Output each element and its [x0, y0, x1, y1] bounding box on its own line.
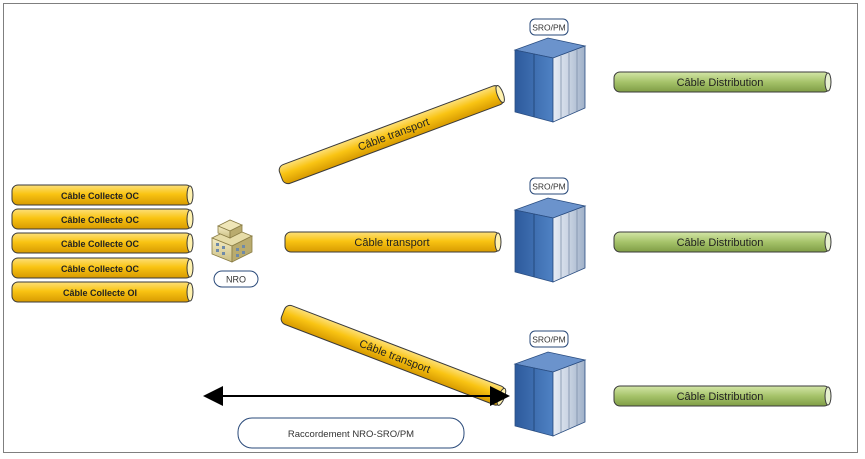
sro-node: SRO/PM Câble Distribution — [513, 330, 832, 437]
svg-text:SRO/PM: SRO/PM — [532, 182, 566, 192]
collecte-cable: Câble Collecte OC — [11, 232, 194, 254]
collecte-cable: Câble Collecte OC — [11, 208, 194, 230]
collecte-cable-stack: Câble Collecte OC Câble Collecte OC Câbl… — [11, 184, 194, 303]
nro-label: NRO — [213, 270, 259, 288]
distribution-cable: Câble Distribution — [613, 231, 832, 253]
diagram-frame — [3, 3, 858, 453]
distribution-cable-label: Câble Distribution — [677, 77, 764, 89]
collecte-cable-label: Câble Collecte OC — [61, 264, 140, 274]
distribution-cable-label: Câble Distribution — [677, 391, 764, 403]
collecte-cable-label: Câble Collecte OI — [63, 288, 137, 298]
collecte-cable-label: Câble Collecte OC — [61, 239, 140, 249]
transport-cable-label: Câble transport — [354, 237, 429, 249]
transport-cable-lower: Câble transport — [280, 304, 507, 406]
sro-label: SRO/PM — [529, 330, 569, 348]
distribution-cable: Câble Distribution — [613, 71, 832, 93]
collecte-cable: Câble Collecte OC — [11, 184, 194, 206]
sro-node: SRO/PM Câble Distribution — [513, 18, 832, 123]
svg-text:Raccordement NRO-SRO/PM: Raccordement NRO-SRO/PM — [288, 429, 414, 440]
distribution-cable-label: Câble Distribution — [677, 237, 764, 249]
collecte-cable-label: Câble Collecte OC — [61, 215, 140, 225]
transport-cable-middle: Câble transport — [284, 231, 502, 253]
collecte-cable: Câble Collecte OC — [11, 257, 194, 279]
collecte-cable: Câble Collecte OI — [11, 281, 194, 303]
nro-building-icon — [211, 219, 253, 263]
sro-cabinet-icon — [513, 37, 587, 123]
sro-cabinet-icon — [513, 197, 587, 283]
sro-label: SRO/PM — [529, 18, 569, 36]
raccordement-label: Raccordement NRO-SRO/PM — [237, 417, 465, 449]
svg-text:SRO/PM: SRO/PM — [532, 23, 566, 33]
sro-cabinet-icon — [513, 351, 587, 437]
sro-label: SRO/PM — [529, 177, 569, 195]
transport-cable-upper: Câble transport — [278, 85, 505, 185]
sro-node: SRO/PM Câble Distribution — [513, 177, 832, 283]
svg-text:SRO/PM: SRO/PM — [532, 335, 566, 345]
distribution-cable: Câble Distribution — [613, 385, 832, 407]
svg-text:NRO: NRO — [226, 275, 246, 285]
collecte-cable-label: Câble Collecte OC — [61, 191, 140, 201]
